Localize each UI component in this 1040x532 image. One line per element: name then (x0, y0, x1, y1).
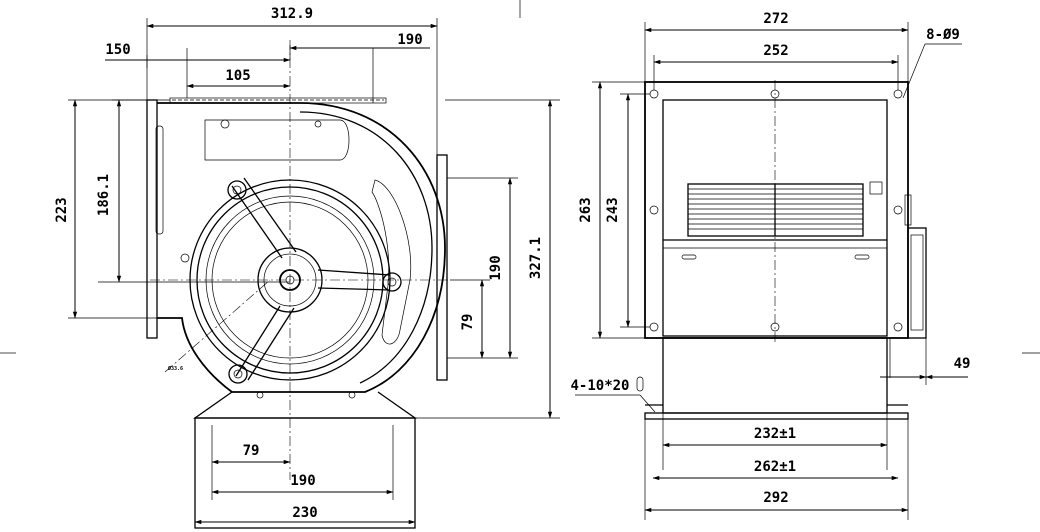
left-plate (146, 99, 158, 339)
dim-overall-width: 312.9 (271, 6, 313, 22)
scroll-housing (157, 102, 446, 393)
dim-overall-height: 327.1 (528, 237, 544, 279)
small-label: Ø33.6 (167, 365, 183, 372)
frame-ticks (0, 0, 1040, 354)
dim-outlet-height: 190 (488, 255, 504, 280)
dim-left-offset: 150 (105, 42, 130, 58)
fan-wheel (687, 181, 883, 237)
dim-flange-height: 263 (578, 197, 594, 222)
side-flange (436, 154, 448, 381)
dim-motor-protrusion: 49 (954, 356, 971, 372)
front-flange (644, 81, 909, 339)
side-base-block (194, 417, 416, 529)
dim-right-offset: 190 (397, 32, 422, 48)
slot-callout: 4-10*20 (570, 378, 629, 394)
scroll-housing-inner (299, 111, 433, 384)
plate-slot (155, 125, 164, 235)
dim-height-left: 223 (54, 197, 70, 222)
dim-base-inner: 262±1 (754, 459, 796, 475)
dim-base-offset: 79 (243, 443, 260, 459)
dim-hole-spacing-y: 243 (605, 197, 621, 222)
housing-slot-2 (371, 179, 412, 345)
dim-hole-spacing-x: 252 (763, 43, 788, 59)
dim-outlet-offset: 105 (225, 68, 250, 84)
hole-callout: 8-Ø9 (926, 27, 960, 43)
dim-base-width: 230 (292, 505, 317, 521)
front-view: 272 252 8-Ø9 263 243 49 4-10*20 232±1 (570, 11, 970, 520)
dim-height-inner: 186.1 (96, 174, 112, 216)
dim-base-outer: 292 (763, 490, 788, 506)
mounting-arms (227, 177, 402, 384)
side-base (192, 391, 418, 419)
dim-base-span: 190 (290, 473, 315, 489)
front-base (662, 337, 888, 414)
motor-body (907, 227, 927, 339)
slot-symbol-icon (636, 376, 644, 392)
side-view: Ø33.6 312.9 150 190 105 223 186.1 1 (54, 6, 560, 529)
dim-outlet-bottom: 79 (460, 314, 476, 331)
housing-slot (204, 119, 350, 161)
dim-slot-spacing: 232±1 (754, 426, 796, 442)
dim-flange-width: 272 (763, 11, 788, 27)
